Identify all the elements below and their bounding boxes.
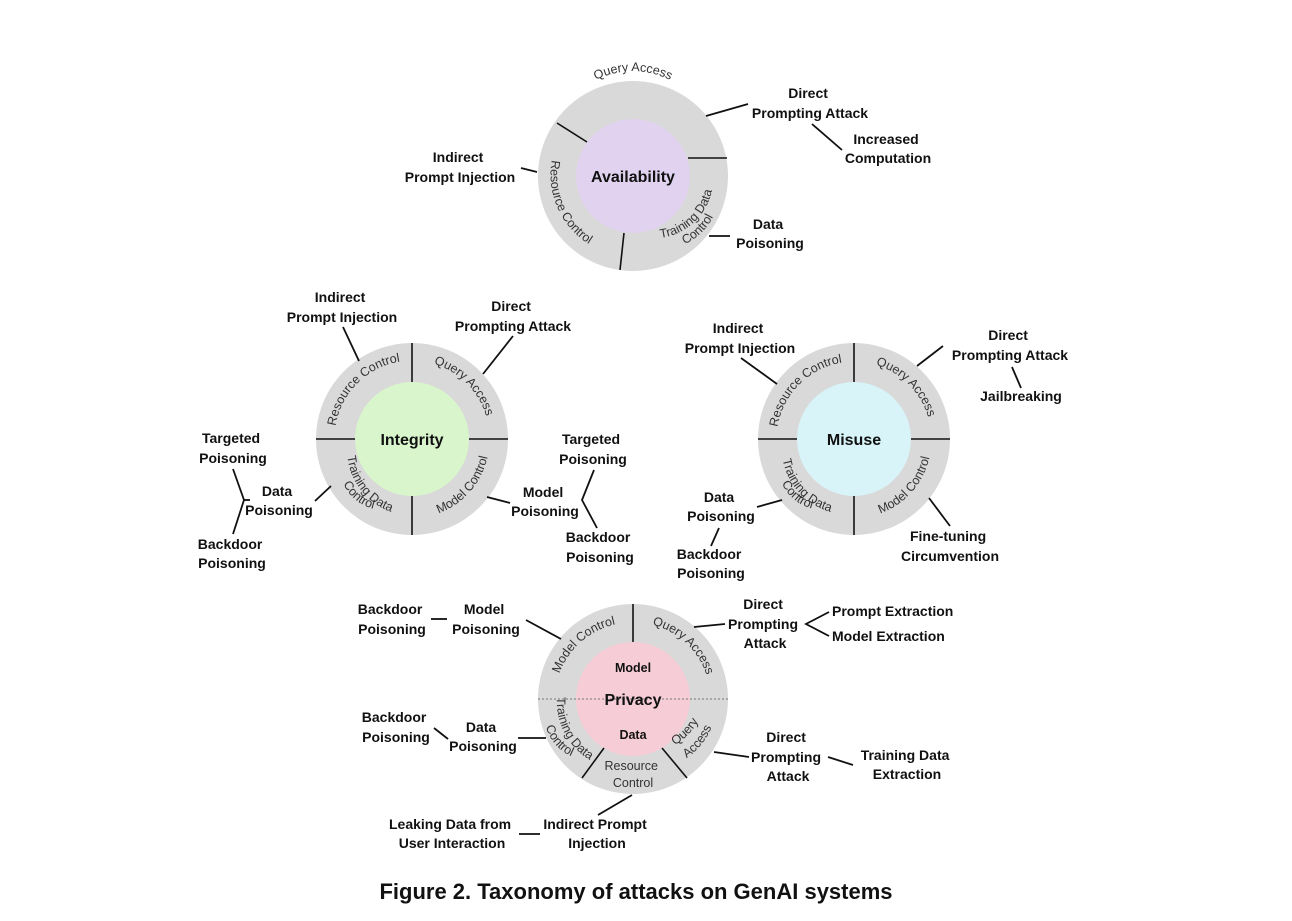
label-backdoor-poisoning-data: Backdoor Poisoning <box>362 709 430 745</box>
label-backdoor-poisoning-model: Backdoor Poisoning <box>358 601 426 637</box>
leader-bracket <box>581 469 598 529</box>
label-data-poisoning: Data Poisoning <box>736 216 804 251</box>
label-indirect-prompt-injection: Indirect Prompt Injection <box>685 320 795 356</box>
label-fine-tuning-circumvention: Fine-tuning Circumvention <box>901 528 999 564</box>
leader-line <box>314 485 332 502</box>
label-indirect-prompt-injection: Indirect Prompt Injection <box>543 816 650 851</box>
label-direct-prompting-attack-data: Direct Prompting Attack <box>751 729 825 784</box>
label-direct-prompting-attack: Direct Prompting Attack <box>752 85 868 121</box>
label-training-data-extraction: Training Data Extraction <box>861 747 954 782</box>
leader-line <box>693 623 726 628</box>
availability-core <box>576 119 690 233</box>
availability-title: Availability <box>591 169 675 186</box>
label-prompt-extraction: Prompt Extraction <box>832 603 953 619</box>
label-indirect-prompt-injection: Indirect Prompt Injection <box>287 289 397 325</box>
misuse-title: Misuse <box>827 432 881 449</box>
divider <box>581 747 605 779</box>
privacy-wheel: Model Privacy Data Model Control Query A… <box>358 596 954 851</box>
segment-resource-control: Resource Control <box>605 759 662 790</box>
privacy-title: Privacy <box>605 692 662 709</box>
leader-line <box>827 756 854 766</box>
label-data-poisoning: Data Poisoning <box>449 719 517 754</box>
label-backdoor-poisoning-model: Backdoor Poisoning <box>566 529 634 565</box>
leader-line <box>928 497 951 527</box>
label-direct-prompting-attack: Direct Prompting Attack <box>455 298 571 334</box>
availability-wheel: Availability Query Access Resource Contr… <box>405 60 931 271</box>
privacy-core <box>576 642 690 756</box>
divider <box>556 122 588 143</box>
label-direct-prompting-attack: Direct Prompting Attack <box>952 327 1068 363</box>
figure-caption: Figure 2. Taxonomy of attacks on GenAI s… <box>379 879 892 904</box>
leader-bracket <box>804 611 830 637</box>
label-model-poisoning: Model Poisoning <box>511 484 579 519</box>
misuse-core <box>797 382 911 496</box>
label-leaking-data-from-user-interaction: Leaking Data from User Interaction <box>389 816 515 851</box>
label-jailbreaking: Jailbreaking <box>980 388 1062 404</box>
leader-line <box>433 727 449 740</box>
leader-line <box>713 751 750 758</box>
leader-line <box>705 103 749 117</box>
svg-text:Query Access: Query Access <box>591 60 674 83</box>
divider <box>619 232 625 271</box>
leader-line <box>597 794 633 816</box>
leader-line <box>740 357 778 385</box>
privacy-model-label: Model <box>615 661 651 675</box>
leader-line <box>525 619 562 640</box>
divider <box>661 747 688 779</box>
leader-line <box>756 499 783 508</box>
label-indirect-prompt-injection: Indirect Prompt Injection <box>405 149 515 185</box>
label-data-poisoning: Data Poisoning <box>687 489 755 524</box>
label-increased-computation: Increased Computation <box>845 131 931 166</box>
privacy-data-label: Data <box>619 728 647 742</box>
label-model-poisoning: Model Poisoning <box>452 601 520 637</box>
leader-line <box>482 335 514 375</box>
segment-query-access: Query Access <box>591 60 674 83</box>
integrity-title: Integrity <box>380 432 443 449</box>
leader-line <box>1011 366 1022 389</box>
label-targeted-poisoning-model: Targeted Poisoning <box>559 431 627 467</box>
leader-line <box>916 345 944 367</box>
leader-line <box>710 527 720 547</box>
leader-line <box>520 167 538 173</box>
integrity-wheel: Integrity Resource Control Query Access … <box>198 289 634 571</box>
leader-line <box>486 496 511 504</box>
misuse-wheel: Misuse Resource Control Query Access Tra… <box>677 320 1069 581</box>
leader-line <box>811 123 843 151</box>
label-model-extraction: Model Extraction <box>832 628 945 644</box>
label-targeted-poisoning: Targeted Poisoning <box>199 430 267 466</box>
leader-bracket <box>232 468 245 535</box>
label-backdoor-poisoning: Backdoor Poisoning <box>198 536 266 571</box>
label-backdoor-poisoning: Backdoor Poisoning <box>677 546 745 581</box>
integrity-core <box>355 382 469 496</box>
leader-line <box>342 326 360 362</box>
label-data-poisoning: Data Poisoning <box>245 483 313 518</box>
label-direct-prompting-attack-model: Direct Prompting Attack <box>728 596 802 651</box>
